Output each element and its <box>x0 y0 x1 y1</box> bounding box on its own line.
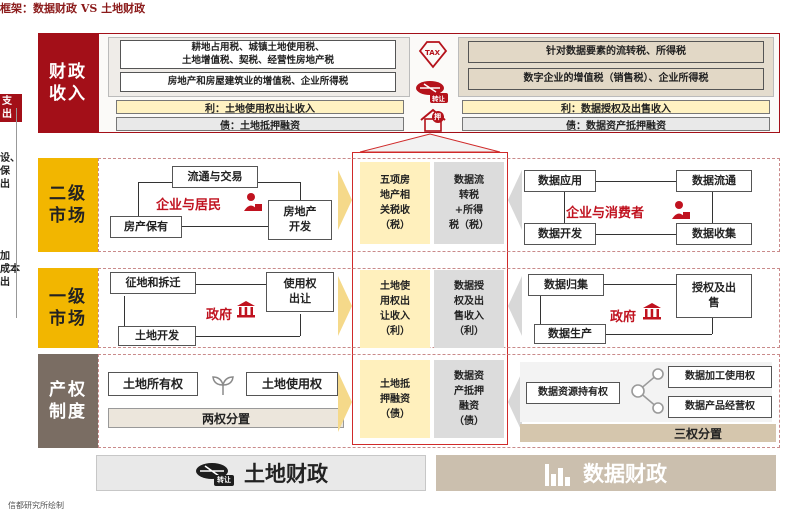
land-develop-primary-box: 土地开发 <box>118 326 196 346</box>
sec-data-line-top <box>594 181 676 182</box>
data-application-box: 数据应用 <box>524 170 596 192</box>
center-land-transfer-income: 土地使 用权出 让收入 （利） <box>360 270 430 348</box>
data-holding-box: 数据资源持有权 <box>526 382 620 404</box>
data-develop-box: 数据开发 <box>524 223 596 245</box>
center-data-tax: 数据流 转税 +所得 税（税） <box>434 162 504 244</box>
data-operating-box: 数据产品经营权 <box>668 396 772 418</box>
land-government-label: 政府 <box>206 308 233 323</box>
secondary-market-frame <box>98 158 780 252</box>
sec-data-line-left <box>564 183 565 225</box>
person-icon <box>244 192 262 212</box>
data-produce-box: 数据生产 <box>534 324 606 344</box>
sec-data-line-right <box>712 183 713 225</box>
pri-land-line-top <box>196 284 266 285</box>
data-government-label: 政府 <box>610 310 637 325</box>
row-label-fiscal-income: 财政 收入 <box>38 33 98 133</box>
mortgage-icon: 押 <box>418 108 448 132</box>
data-actor-label: 企业与消费者 <box>566 206 645 221</box>
sec-land-line-top2 <box>258 182 300 183</box>
transfer-icon: 转让 <box>194 459 236 487</box>
tax-icon: TAX <box>418 40 448 69</box>
tax-icon-label: TAX <box>425 49 441 57</box>
land-acquire-box: 征地和拆迁 <box>110 272 196 294</box>
land-two-rights-split: 两权分置 <box>108 408 344 428</box>
chevron-right-icon <box>338 372 352 432</box>
land-debt-strip: 债：土地抵押融资 <box>116 117 404 132</box>
center-land-tax: 五项房 地产相 关税收 （税） <box>360 162 430 244</box>
data-processing-box: 数据加工使用权 <box>668 366 772 388</box>
land-transfer-box: 使用权 出让 <box>266 272 334 312</box>
transfer-icon-label: 转让 <box>217 476 231 484</box>
data-license-box: 授权及出 售 <box>676 274 752 318</box>
sec-land-line-right <box>300 182 301 200</box>
row-label-property-rights: 产权 制度 <box>38 354 98 448</box>
land-develop-box: 房地产 开发 <box>268 200 332 240</box>
chevron-left-icon <box>508 372 522 432</box>
share-nodes-icon <box>630 366 664 416</box>
page-title: 框架：数据财政 VS 土地财政 <box>0 2 146 15</box>
sprout-icon <box>210 374 236 396</box>
pri-data-line-left <box>540 296 541 326</box>
person-icon <box>672 200 690 220</box>
left-edge-line <box>16 108 17 318</box>
land-tax-box-2: 房地产和房屋建筑业的增值税、企业所得税 <box>120 72 396 92</box>
land-ownership-box: 土地所有权 <box>108 372 198 396</box>
pri-land-line-left <box>124 296 125 326</box>
land-actor-label: 企业与居民 <box>156 198 222 213</box>
land-use-box: 土地使用权 <box>246 372 338 396</box>
row-label-primary-market: 一级 市场 <box>38 268 98 348</box>
data-three-rights-split: 三权分置 <box>520 424 776 442</box>
sec-land-line-bottom <box>160 226 270 227</box>
pri-data-line-bottom <box>604 334 712 335</box>
land-profit-strip: 利：土地使用权出让收入 <box>116 100 404 115</box>
chevron-right-icon <box>338 276 352 336</box>
land-holding-box: 房产保有 <box>110 216 182 238</box>
pri-data-line-right <box>712 318 713 334</box>
land-tax-box-1: 耕地占用税、城镇土地使用税、 土地增值税、契税、经营性房地产税 <box>120 40 396 69</box>
data-tax-box-2: 数字企业的增值税（销售税）、企业所得税 <box>468 68 764 90</box>
government-building-icon <box>642 302 662 320</box>
sec-data-line-bottom <box>594 234 676 235</box>
chevron-right-icon <box>338 170 352 230</box>
center-triangle <box>359 133 501 153</box>
data-fiscal-bar: 数据财政 <box>436 455 776 491</box>
data-fiscal-label: 数据财政 <box>583 461 667 486</box>
pri-data-line-top <box>604 284 676 285</box>
data-aggregate-box: 数据归集 <box>528 274 604 296</box>
data-profit-strip: 利：数据授权及出售收入 <box>462 100 770 115</box>
left-edge-expenditure: 支出 <box>0 94 22 122</box>
bar-chart-icon <box>545 460 573 486</box>
left-edge-note-2: 加 成本 出 <box>0 251 20 288</box>
land-fiscal-bar: 转让 土地财政 <box>96 455 426 491</box>
chevron-left-icon <box>508 170 522 230</box>
transfer-icon-label: 转让 <box>432 95 445 103</box>
government-building-icon <box>236 300 256 318</box>
center-land-mortgage: 土地抵 押融资 （债） <box>360 360 430 438</box>
pri-land-line-bottom <box>196 336 300 337</box>
transfer-icon: 转让 <box>414 76 450 104</box>
mortgage-icon-label: 押 <box>434 113 441 121</box>
pri-land-line-right <box>300 314 301 336</box>
sec-land-line-top <box>138 182 172 183</box>
land-fiscal-label: 土地财政 <box>244 461 328 486</box>
property-rights-frame <box>98 354 780 448</box>
data-debt-strip: 债：数据资产抵押融资 <box>462 117 770 132</box>
center-column-frame <box>352 152 508 445</box>
center-data-license-income: 数据授 权及出 售收入 （利） <box>434 270 504 348</box>
footer-note: 信都研究所绘制 <box>8 501 64 510</box>
data-tax-box-1: 针对数据要素的流转税、所得税 <box>468 41 764 63</box>
row-label-secondary-market: 二级 市场 <box>38 158 98 252</box>
land-trade-box: 流通与交易 <box>172 166 258 188</box>
data-circulation-box: 数据流通 <box>676 170 752 192</box>
chevron-left-icon <box>508 276 522 336</box>
sec-land-line-left <box>138 182 139 224</box>
center-data-mortgage: 数据资 产抵押 融资 （债） <box>434 360 504 438</box>
left-edge-note-1: 设、 保 出 <box>0 153 20 190</box>
data-collection-box: 数据收集 <box>676 223 752 245</box>
